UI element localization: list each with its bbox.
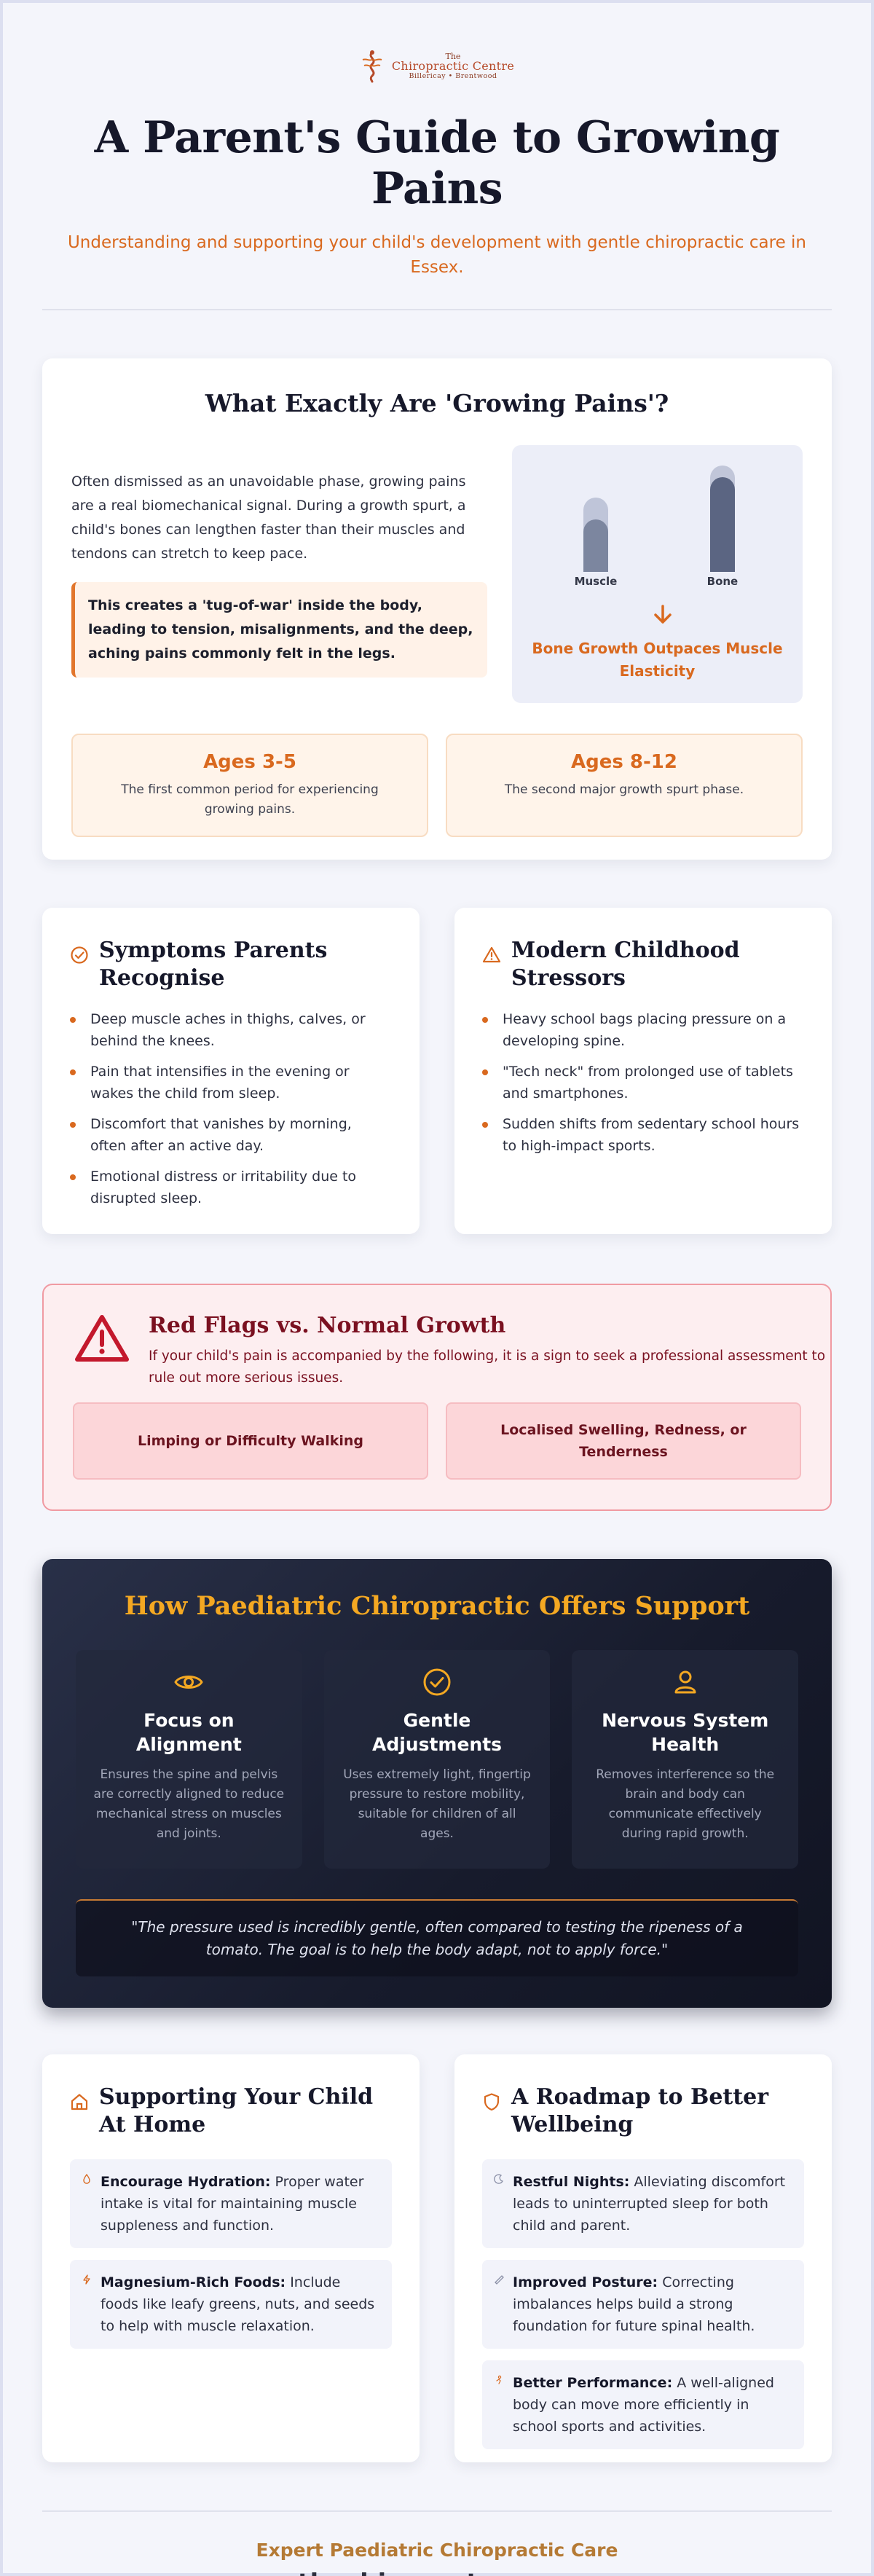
home-title: Supporting Your Child At Home xyxy=(99,2084,374,2137)
arrow-down-icon xyxy=(654,605,672,624)
tip-item: Magnesium-Rich Foods: Include foods like… xyxy=(70,2260,392,2349)
list-item: Deep muscle aches in thighs, calves, or … xyxy=(70,1008,392,1052)
what-are-growing-pains-card: What Exactly Are 'Growing Pains'? Often … xyxy=(42,358,832,860)
feature-card: Focus on Alignment Ensures the spine and… xyxy=(76,1650,302,1869)
age-range-title: Ages 3-5 xyxy=(203,751,296,773)
symptoms-card: Symptoms Parents Recognise Deep muscle a… xyxy=(42,908,420,1234)
age-range-box: Ages 3-5 The first common period for exp… xyxy=(71,734,428,837)
tug-of-war-callout: This creates a 'tug-of-war' inside the b… xyxy=(71,582,487,678)
list-item: "Tech neck" from prolonged use of tablet… xyxy=(482,1061,804,1104)
feature-desc: Uses extremely light, fingertip pressure… xyxy=(343,1767,531,1841)
page-subtitle: Understanding and supporting your child'… xyxy=(67,233,807,277)
logo-line-2: Chiropractic Centre xyxy=(391,59,515,74)
footer-divider xyxy=(42,2510,832,2512)
muscle-bar xyxy=(583,519,608,572)
feature-title: Gentle Adjustments xyxy=(371,1710,503,1755)
footer-tagline: Expert Paediatric Chiropractic Care xyxy=(256,2540,618,2561)
check-circle-icon xyxy=(423,1668,451,1696)
check-circle-icon xyxy=(71,946,88,964)
list-item: Heavy school bags placing pressure on a … xyxy=(482,1008,804,1052)
logo-wordmark: The Chiropractic Centre Billericay • Bre… xyxy=(392,52,514,80)
list-item: Discomfort that vanishes by morning, oft… xyxy=(70,1113,392,1157)
section-title: What Exactly Are 'Growing Pains'? xyxy=(205,389,669,417)
bone-bar xyxy=(709,477,735,572)
red-flags-card: Red Flags vs. Normal Growth If your chil… xyxy=(42,1284,832,1511)
water-drop-icon xyxy=(83,2174,90,2184)
header-divider xyxy=(42,309,832,310)
spine-logo-icon xyxy=(362,50,382,83)
eye-icon xyxy=(174,1676,203,1689)
tip-label: Restful Nights: xyxy=(513,2174,630,2190)
tip-label: Better Performance: xyxy=(513,2375,673,2391)
red-flags-text: If your child's pain is accompanied by t… xyxy=(149,1348,826,1386)
list-item: Pain that intensifies in the evening or … xyxy=(70,1061,392,1104)
chiropractic-support-card: How Paediatric Chiropractic Offers Suppo… xyxy=(42,1559,832,2008)
list-item: Emotional distress or irritability due t… xyxy=(70,1166,392,1209)
logo-line-3: Billericay • Brentwood xyxy=(409,72,497,81)
tip-text: Correcting imbalances helps build a stro… xyxy=(513,2274,755,2334)
user-icon xyxy=(674,1670,696,1694)
age-range-title: Ages 8-12 xyxy=(571,751,677,773)
feature-title: Nervous System Health xyxy=(602,1710,769,1755)
support-title: How Paediatric Chiropractic Offers Suppo… xyxy=(124,1591,750,1621)
feature-desc: Ensures the spine and pelvis are correct… xyxy=(93,1767,285,1841)
growth-comparison-visual: Muscle Bone Bone Growth Outpaces Muscle … xyxy=(511,445,803,703)
tip-item: Encourage Hydration: Proper water intake… xyxy=(70,2159,392,2248)
feature-desc: Removes interference so the brain and bo… xyxy=(596,1767,775,1841)
tip-text: Proper water intake is vital for maintai… xyxy=(101,2174,364,2234)
list-item: Sudden shifts from sedentary school hour… xyxy=(482,1113,804,1157)
tip-item: Better Performance: A well-aligned body … xyxy=(482,2360,804,2449)
tip-item: Restful Nights: Alleviating discomfort l… xyxy=(482,2159,804,2248)
ruler-icon xyxy=(495,2275,504,2285)
tip-label: Encourage Hydration: xyxy=(101,2174,271,2190)
tip-label: Improved Posture: xyxy=(513,2274,658,2290)
age-range-desc: The second major growth spurt phase. xyxy=(504,782,744,797)
logo-line-1: The xyxy=(445,51,461,61)
roadmap-card: A Roadmap to Better Wellbeing Restful Ni… xyxy=(454,2054,832,2462)
stressors-card: Modern Childhood Stressors Heavy school … xyxy=(454,908,832,1234)
footer-website-link[interactable]: thechirocentre.com xyxy=(42,2568,832,2576)
symptoms-title: Symptoms Parents Recognise xyxy=(99,938,328,991)
tip-text: Alleviating discomfort leads to uninterr… xyxy=(513,2174,786,2234)
warning-triangle-icon xyxy=(482,946,501,963)
home-support-card: Supporting Your Child At Home Encourage … xyxy=(42,2054,420,2462)
feature-title: Focus on Alignment xyxy=(135,1710,242,1755)
feature-card: Nervous System Health Removes interferen… xyxy=(572,1650,799,1869)
roadmap-title: A Roadmap to Better Wellbeing xyxy=(511,2084,769,2137)
shield-icon xyxy=(484,2093,500,2111)
practitioner-quote: "The pressure used is incredibly gentle,… xyxy=(76,1899,798,1976)
age-range-box: Ages 8-12 The second major growth spurt … xyxy=(446,734,803,837)
red-flags-title: Red Flags vs. Normal Growth xyxy=(149,1313,506,1338)
red-flag-item: Localised Swelling, Redness, or Tenderne… xyxy=(446,1402,801,1480)
moon-icon xyxy=(494,2174,504,2184)
tip-text: Include foods like leafy greens, nuts, a… xyxy=(101,2274,375,2334)
stressors-title: Modern Childhood Stressors xyxy=(511,938,740,991)
red-flag-item: Limping or Difficulty Walking xyxy=(73,1402,428,1480)
feature-card: Gentle Adjustments Uses extremely light,… xyxy=(323,1650,551,1869)
clinic-logo[interactable]: The Chiropractic Centre Billericay • Bre… xyxy=(42,3,832,83)
tip-text: A well-aligned body can move more effici… xyxy=(513,2375,774,2435)
running-icon xyxy=(496,2375,502,2384)
age-range-desc: The first common period for experiencing… xyxy=(121,782,379,817)
muscle-label: Muscle xyxy=(574,575,618,588)
tip-label: Magnesium-Rich Foods: xyxy=(101,2274,286,2290)
home-icon xyxy=(71,2094,88,2110)
tip-item: Improved Posture: Correcting imbalances … xyxy=(482,2260,804,2349)
intro-paragraph: Often dismissed as an unavoidable phase,… xyxy=(71,474,466,562)
visual-caption: Bone Growth Outpaces Muscle Elasticity xyxy=(532,640,783,680)
page-title: A Parent's Guide to Growing Pains xyxy=(94,112,780,214)
bone-label: Bone xyxy=(706,575,739,588)
lightning-icon xyxy=(83,2274,90,2285)
alert-triangle-icon xyxy=(75,1315,129,1362)
